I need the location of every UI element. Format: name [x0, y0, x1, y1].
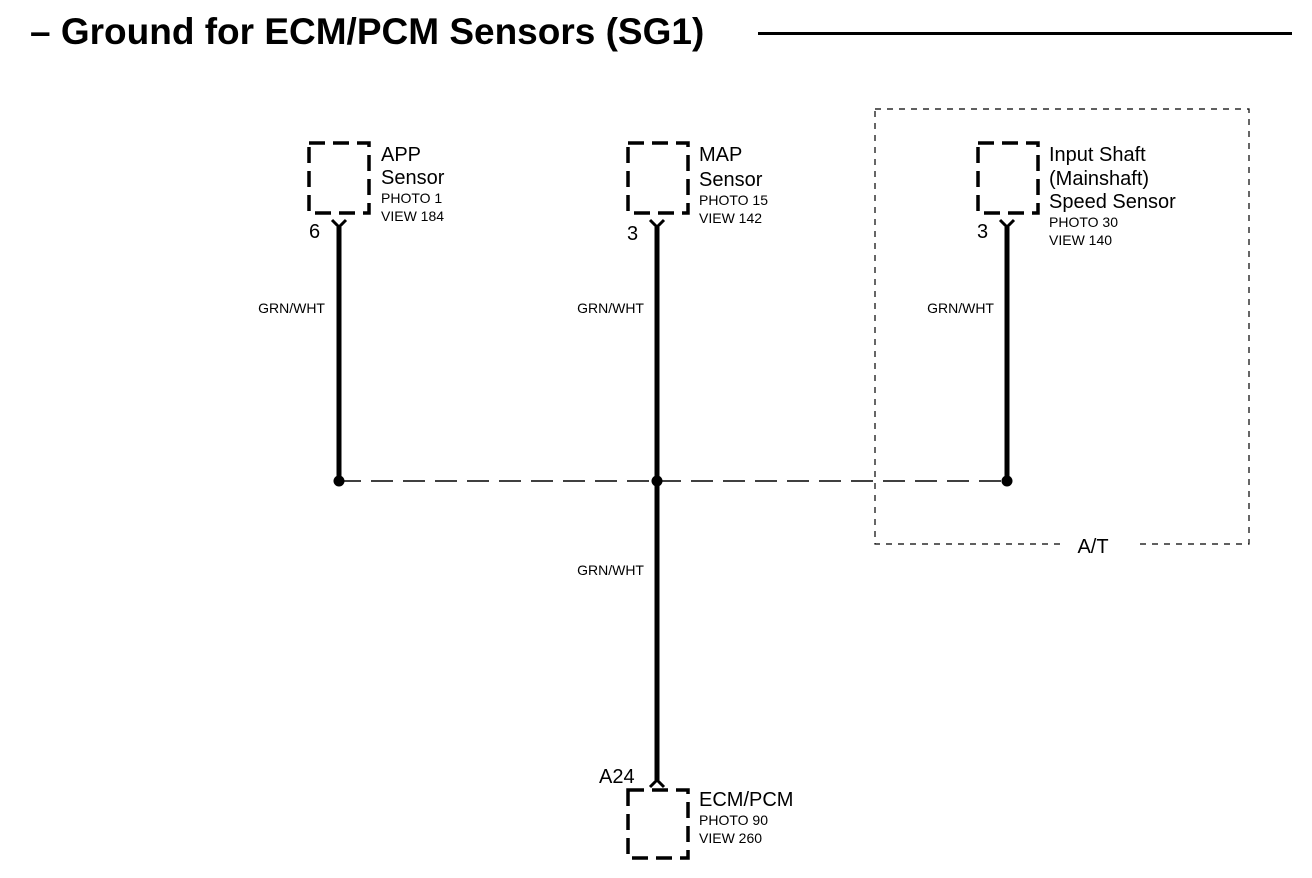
- app-sensor-terminal: [330, 218, 348, 230]
- app-sensor-connector: [307, 141, 371, 215]
- map-sensor-pin: 3: [627, 223, 638, 245]
- wires: GRN/WHT GRN/WHT GRN/WHT GRN/WHT: [258, 227, 1013, 780]
- ecm-pcm-name: ECM/PCM: [699, 789, 793, 811]
- app-sensor-photo: PHOTO 1: [381, 190, 442, 206]
- ecm-pcm-photo: PHOTO 90: [699, 812, 768, 828]
- map-sensor-photo: PHOTO 15: [699, 192, 768, 208]
- ecm-pcm-terminal: [648, 777, 666, 789]
- ecm-pcm-connector: [626, 788, 690, 860]
- iss-wire-color: GRN/WHT: [927, 300, 994, 316]
- map-sensor-name-2: Sensor: [699, 169, 763, 191]
- ecm-pcm-view: VIEW 260: [699, 830, 762, 846]
- iss-name-2: (Mainshaft): [1049, 168, 1149, 190]
- ecm-pcm-pin: A24: [599, 766, 635, 788]
- app-sensor-name-2: Sensor: [381, 167, 445, 189]
- app-sensor-view: VIEW 184: [381, 208, 444, 224]
- iss-view: VIEW 140: [1049, 232, 1112, 248]
- iss-splice-dot: [1001, 475, 1013, 487]
- iss-terminal: [998, 218, 1016, 230]
- iss-photo: PHOTO 30: [1049, 214, 1118, 230]
- title-rule: [758, 32, 1292, 35]
- map-wire-color: GRN/WHT: [577, 300, 644, 316]
- iss-pin: 3: [977, 221, 988, 243]
- map-sensor-name-1: MAP: [699, 144, 742, 166]
- map-sensor-terminal: [648, 218, 666, 230]
- app-wire-color: GRN/WHT: [258, 300, 325, 316]
- input-shaft-speed-sensor: Input Shaft (Mainshaft) Speed Sensor PHO…: [976, 141, 1176, 248]
- ecm-wire-color: GRN/WHT: [577, 562, 644, 578]
- at-region: A/T: [874, 108, 1250, 558]
- title-row: – Ground for ECM/PCM Sensors (SG1): [30, 8, 1292, 56]
- app-sensor-name-1: APP: [381, 144, 421, 166]
- map-splice-dot: [651, 475, 663, 487]
- at-region-label: A/T: [1077, 536, 1108, 558]
- page-title: – Ground for ECM/PCM Sensors (SG1): [30, 11, 705, 52]
- iss-connector: [976, 141, 1040, 215]
- iss-name-1: Input Shaft: [1049, 144, 1146, 166]
- map-sensor-view: VIEW 142: [699, 210, 762, 226]
- app-splice-dot: [333, 475, 345, 487]
- app-sensor-pin: 6: [309, 221, 320, 243]
- iss-name-3: Speed Sensor: [1049, 191, 1176, 213]
- ecm-pcm: ECM/PCM PHOTO 90 VIEW 260 A24: [599, 766, 793, 860]
- map-sensor: MAP Sensor PHOTO 15 VIEW 142 3: [626, 141, 768, 245]
- app-sensor: APP Sensor PHOTO 1 VIEW 184 6: [307, 141, 445, 243]
- map-sensor-connector: [626, 141, 690, 215]
